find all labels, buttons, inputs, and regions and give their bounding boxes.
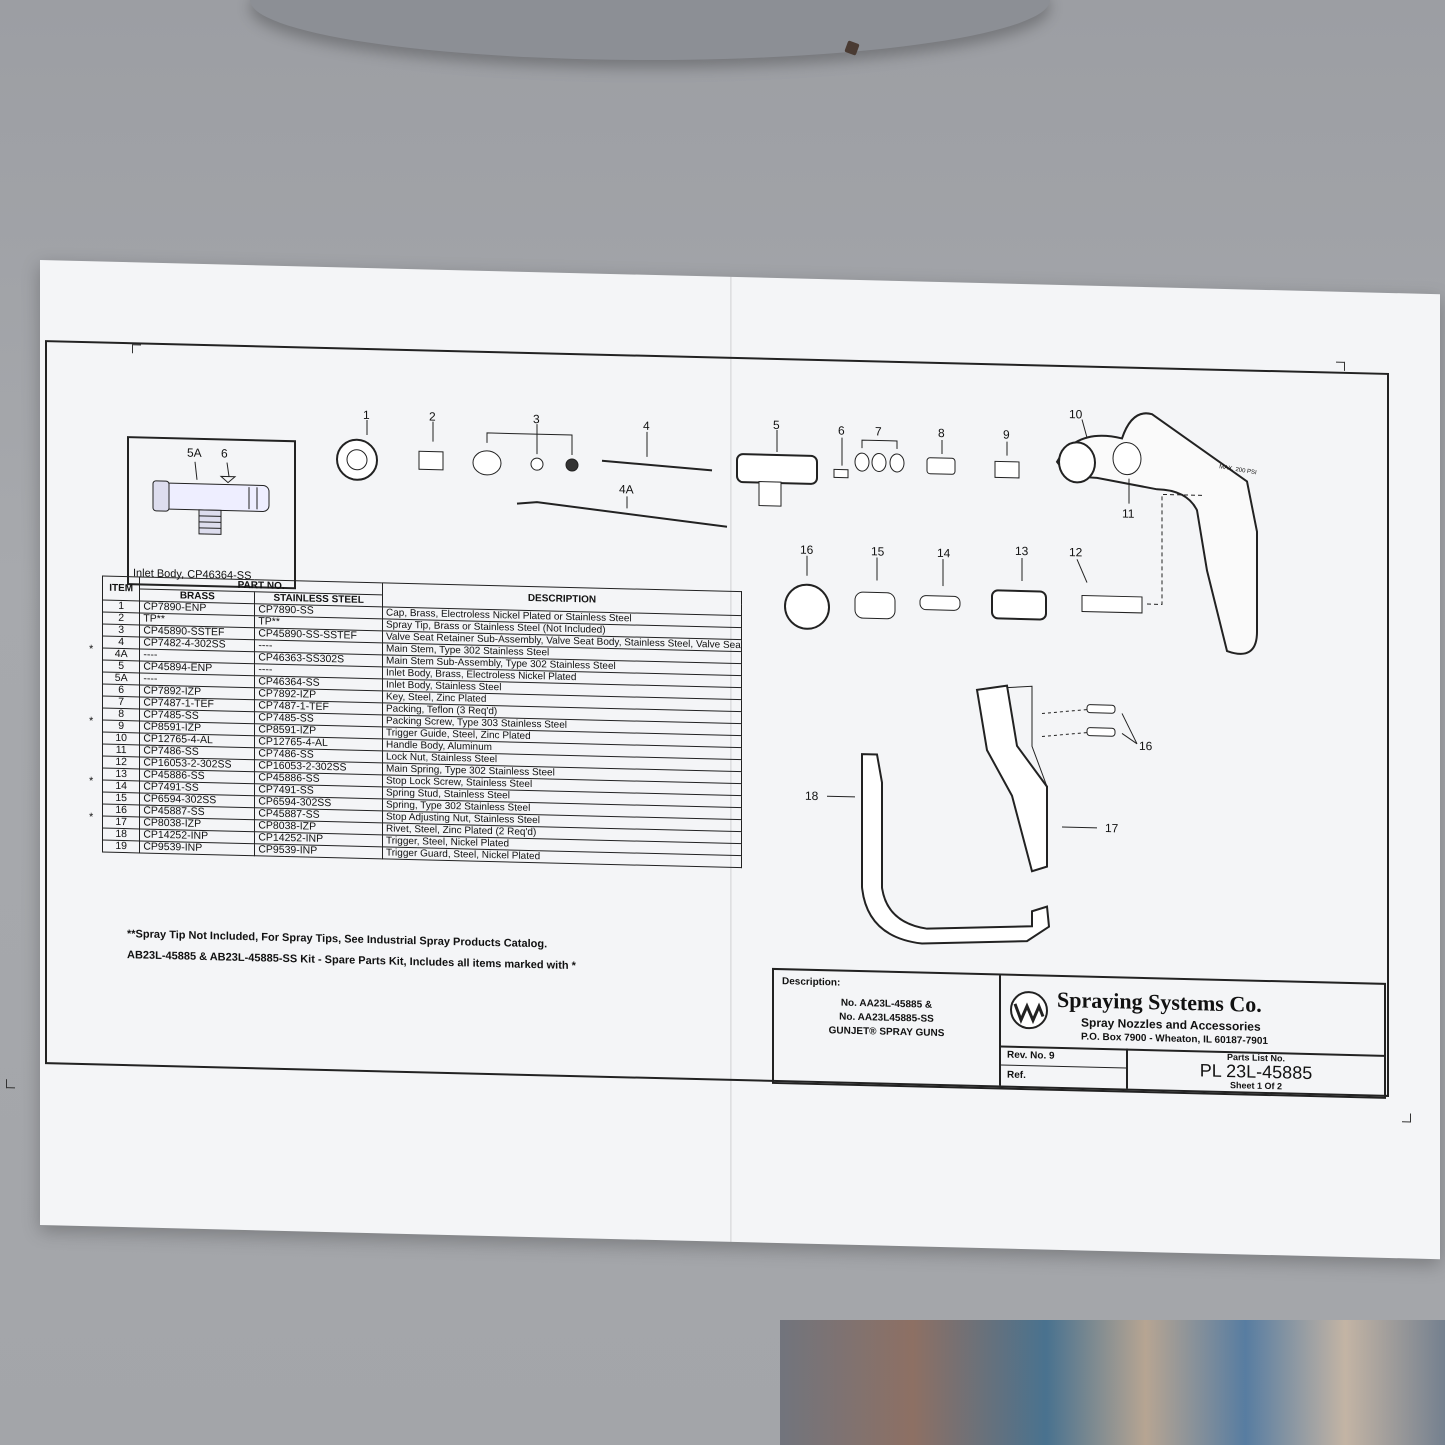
reference-label: Ref. xyxy=(1007,1069,1026,1082)
inlet-body-drawing xyxy=(152,461,270,535)
description-label: Description: xyxy=(782,976,841,989)
table-cell-item: 11 xyxy=(102,744,140,757)
company-name: Spraying Systems Co. xyxy=(1057,986,1262,1017)
callout-13: 13 xyxy=(1015,543,1029,559)
callout-18: 17 xyxy=(1105,821,1119,836)
parts-list-sheet: 5A 6 Inlet Body, CP46364-SS xyxy=(6,260,1440,1260)
table-cell-item: 18 xyxy=(102,828,140,841)
background-object xyxy=(250,0,1050,60)
callout-1: 1 xyxy=(363,407,370,423)
table-cell-item: 13 xyxy=(102,768,140,781)
inlet-body-inset: 5A 6 Inlet Body, CP46364-SS xyxy=(127,436,296,590)
background-speck xyxy=(844,40,860,56)
kit-marker: * xyxy=(89,811,94,824)
table-cell-item: 12 xyxy=(102,756,140,769)
callout-16: 16 xyxy=(800,542,814,557)
table-cell-item: 7 xyxy=(102,696,140,709)
revision-number: Rev. No. 9 xyxy=(1007,1049,1055,1062)
callout-19: 18 xyxy=(805,788,819,804)
kit-marker: * xyxy=(89,715,94,728)
background-surface xyxy=(780,1320,1445,1445)
table-cell-ss: CP9539-INP xyxy=(254,843,383,859)
callout-4: 4 xyxy=(643,418,650,433)
callout-15: 15 xyxy=(871,544,885,559)
callout-6: 6 xyxy=(838,423,845,438)
registration-mark xyxy=(6,1079,15,1089)
company-tagline: Spray Nozzles and Accessories xyxy=(1081,1015,1261,1034)
table-cell-item: 3 xyxy=(102,624,140,637)
callout-8: 8 xyxy=(938,425,945,441)
description-line-3: GUNJET® SPRAY GUNS xyxy=(828,1025,945,1040)
table-cell-item: 14 xyxy=(102,780,140,793)
title-block: Description: No. AA23L-45885 & No. AA23L… xyxy=(772,967,1386,1099)
parts-table: ITEM PART NO. DESCRIPTION BRASS STAINLES… xyxy=(102,576,742,869)
callout-4a: 4A xyxy=(619,482,634,497)
company-address: P.O. Box 7900 - Wheaton, IL 60187-7901 xyxy=(1081,1031,1268,1048)
callout-17-label: 16 xyxy=(1139,738,1153,754)
table-cell-item: 19 xyxy=(102,840,140,853)
table-cell-item: 17 xyxy=(102,816,140,829)
drawing-frame: 5A 6 Inlet Body, CP46364-SS xyxy=(45,340,1389,1099)
table-cell-item: 2 xyxy=(102,612,140,625)
callout-10: 10 xyxy=(1069,407,1083,422)
title-description: Description: No. AA23L-45885 & No. AA23L… xyxy=(774,969,1001,1086)
col-item: ITEM xyxy=(102,576,140,601)
registration-mark xyxy=(1336,361,1345,371)
revision-block: Rev. No. 9 Ref. xyxy=(1001,1045,1128,1089)
table-cell-item: 9 xyxy=(102,720,140,733)
callout-5: 5 xyxy=(773,417,780,433)
exploded-parts-drawing xyxy=(336,412,1258,945)
table-cell-item: 1 xyxy=(102,600,140,613)
table-cell-item: 10 xyxy=(102,732,140,745)
table-cell-item: 6 xyxy=(102,684,140,697)
company-logo-icon xyxy=(1010,991,1048,1030)
table-cell-item: 5 xyxy=(102,660,140,673)
table-cell-item: 4A xyxy=(102,648,140,661)
callout-3: 3 xyxy=(533,412,540,427)
callout-9: 9 xyxy=(1003,427,1010,442)
callout-2: 2 xyxy=(429,409,436,424)
table-cell-item: 4 xyxy=(102,636,140,649)
table-cell-item: 16 xyxy=(102,804,140,817)
table-cell-brass: CP9539-INP xyxy=(139,840,255,856)
callout-12: 12 xyxy=(1069,545,1083,560)
parts-list-number-block: Parts List No. PL 23L-45885 Sheet 1 Of 2 xyxy=(1128,1049,1384,1095)
callout-7: 7 xyxy=(875,424,882,439)
company-block: Spraying Systems Co. Spray Nozzles and A… xyxy=(1001,975,1384,1057)
table-cell-item: 5A xyxy=(102,672,140,685)
table-cell-item: 15 xyxy=(102,792,140,805)
kit-marker: * xyxy=(89,643,94,656)
registration-mark xyxy=(1402,1113,1411,1123)
table-cell-item: 8 xyxy=(102,708,140,721)
callout-14: 14 xyxy=(937,545,951,561)
kit-marker: * xyxy=(89,775,94,788)
callout-11: 11 xyxy=(1122,506,1135,521)
